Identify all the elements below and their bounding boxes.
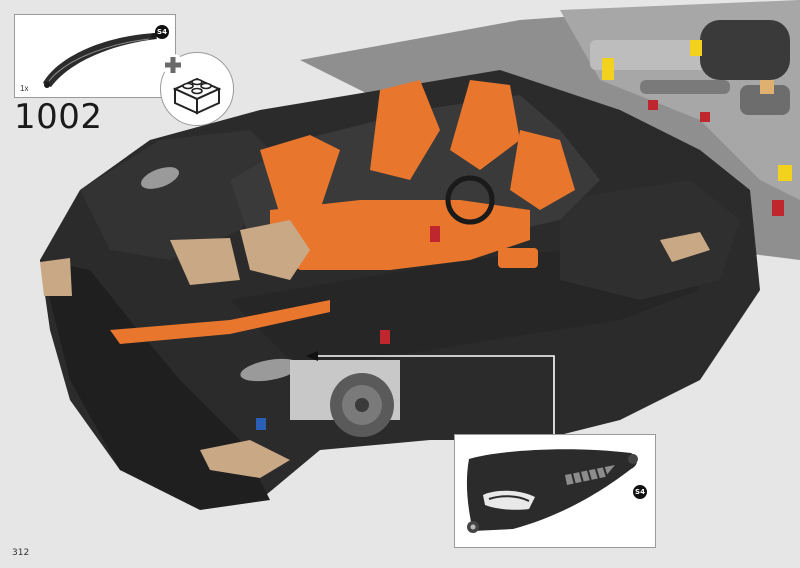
- step-number: 1002: [14, 97, 103, 137]
- plus-badge-icon: [162, 54, 184, 76]
- tan-panels: [40, 232, 710, 478]
- curved-black-panel-icon: [43, 33, 157, 88]
- page-number: 312: [12, 548, 30, 558]
- callout-pointer: [306, 351, 555, 434]
- quantity-label: 1x: [20, 84, 29, 93]
- brake-disc: [256, 330, 400, 437]
- orange-interior: [230, 80, 600, 280]
- brick-icon: [172, 77, 222, 115]
- black-side-panel-icon: [466, 449, 638, 533]
- detail-callout: S4: [454, 434, 656, 548]
- parts-callout: 1x S4: [14, 14, 176, 98]
- part-badge: S4: [155, 25, 169, 39]
- part-badge: S4: [633, 485, 647, 499]
